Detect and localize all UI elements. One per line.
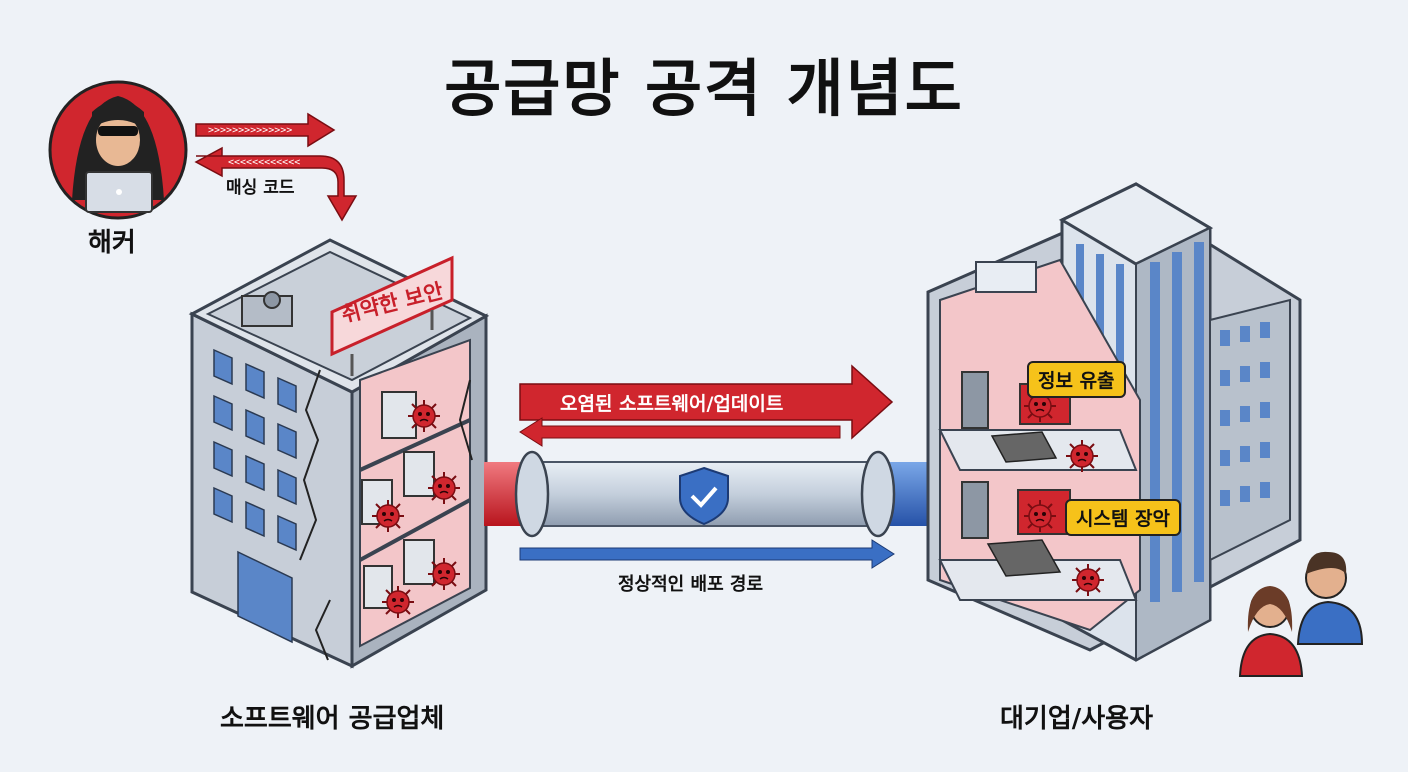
normal-distribution-label: 정상적인 배포 경로 (618, 574, 764, 595)
virus-icon (427, 471, 461, 505)
infected-software-arrow (519, 364, 894, 447)
system-takeover-callout: 시스템 장악 (1065, 499, 1182, 536)
shield-check-icon (679, 466, 729, 526)
data-leak-callout: 정보 유출 (1027, 361, 1126, 398)
infected-software-label: 오염된 소프트웨어/업데이트 (560, 393, 784, 415)
hacker-label: 해커 (88, 228, 136, 258)
svg-text:<<<<<<<<<<<<: <<<<<<<<<<<< (228, 157, 300, 168)
vulnerable-security-sign (330, 255, 454, 376)
person-icon (1296, 551, 1364, 645)
hacker-to-supplier-arrow: >>>>>>>>>>>>>> <<<<<<<<<<<< (194, 112, 358, 222)
svg-text:>>>>>>>>>>>>>>: >>>>>>>>>>>>>> (208, 125, 292, 136)
virus-icon (1023, 499, 1057, 533)
masking-code-label: 매싱 코드 (226, 178, 295, 198)
supplier-label: 소프트웨어 공급업체 (220, 704, 445, 734)
supplier-building (188, 238, 490, 669)
laptop-icon (85, 171, 153, 213)
normal-distribution-arrow (519, 539, 895, 569)
enterprise-user-label: 대기업/사용자 (1000, 704, 1154, 734)
virus-icon (427, 557, 461, 591)
virus-icon (1065, 439, 1099, 473)
person-icon (1238, 586, 1304, 677)
virus-icon (381, 585, 415, 619)
virus-icon (371, 499, 405, 533)
virus-icon (1071, 563, 1105, 597)
page-title: 공급망 공격 개념도 (444, 52, 964, 125)
virus-icon (407, 399, 441, 433)
